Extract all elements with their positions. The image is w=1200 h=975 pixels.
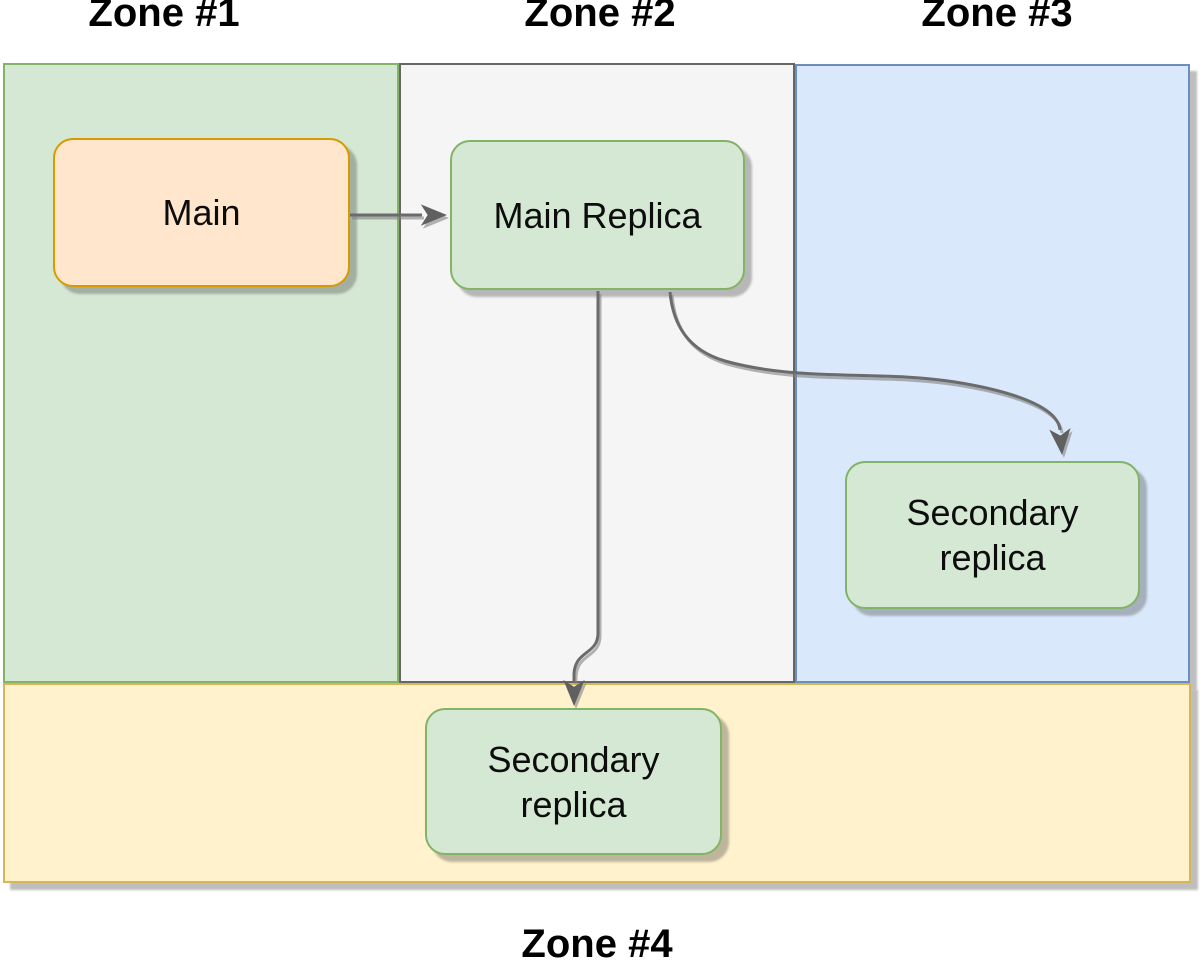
zone-1-label: Zone #1 [88,0,240,35]
node-main: Main [53,138,350,287]
zone-3-label: Zone #3 [921,0,1073,35]
node-secondary-replica-zone4: Secondary replica [425,708,722,855]
node-main-label: Main [162,192,241,233]
node-secondary-replica-zone3: Secondary replica [845,461,1140,609]
node-main-replica: Main Replica [450,140,745,290]
zone-4-label: Zone #4 [521,922,673,966]
node-secondary-replica-zone3-label: Secondary replica [906,492,1079,578]
node-secondary-replica-zone4-label: Secondary replica [487,738,660,825]
node-main-replica-label: Main Replica [493,194,702,236]
zone-2-label: Zone #2 [524,0,676,35]
